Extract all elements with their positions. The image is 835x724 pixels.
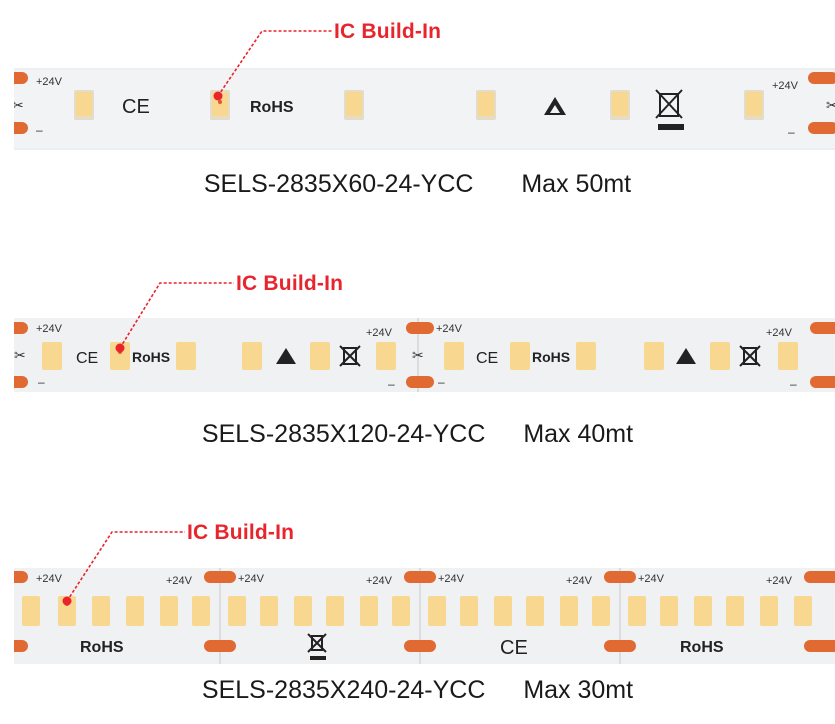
led-group [74, 90, 764, 120]
pcb-minus-label: – [388, 377, 395, 391]
weee-bin-icon [655, 89, 684, 130]
pcb-plus-label: +24V [36, 323, 63, 335]
solder-pad [14, 72, 28, 84]
weee-bin-icon [307, 633, 327, 660]
led-strip-60: +24V +24V – – ✂ ✂ CE RoHS [14, 68, 835, 150]
led-group [22, 596, 812, 626]
strip-caption-2: SELS-2835X120-24-YCC Max 40mt [0, 420, 835, 449]
weee-bin-icon [739, 345, 761, 367]
scissors-icon: ✂ [826, 97, 835, 113]
scissors-icon: ✂ [14, 97, 24, 113]
pcb-plus-label: +24V [772, 80, 799, 92]
max-length: Max 30mt [523, 676, 634, 704]
ce-mark: CE [122, 96, 150, 118]
ic-build-in-label-2: IC Build-In [236, 272, 344, 295]
pcb-plus-label: +24V [366, 575, 393, 587]
solder-pad [808, 122, 835, 134]
ce-mark: CE [76, 350, 98, 367]
ce-mark: CE [500, 637, 528, 659]
pcb-minus-label: – [38, 375, 45, 389]
ce-mark: CE [476, 350, 498, 367]
pcb-plus-label: +24V [766, 327, 793, 339]
pcb-plus-label: +24V [638, 573, 665, 585]
led-strip-120: +24V +24V +24V +24V – – – – ✂ ✂ CE RoHS … [14, 318, 835, 392]
pcb-plus-label: +24V [766, 575, 793, 587]
pcb-minus-label: – [790, 377, 797, 391]
pcb-plus-label: +24V [366, 327, 393, 339]
scissors-icon: ✂ [14, 347, 26, 363]
pcb-plus-label: +24V [166, 575, 193, 587]
ic-build-in-label-3: IC Build-In [187, 521, 295, 544]
led-strip-240: +24V +24V +24V +24V +24V +24V +24V +24V … [14, 568, 835, 664]
model-number: SELS-2835X240-24-YCC [201, 676, 486, 704]
max-length: Max 40mt [523, 420, 634, 448]
model-number: SELS-2835X120-24-YCC [201, 420, 486, 448]
solder-pad [808, 72, 835, 84]
pcb-plus-label: +24V [238, 573, 265, 585]
esd-icon [676, 348, 696, 364]
rohs-mark: RoHS [532, 349, 570, 365]
weee-bin-icon [339, 345, 361, 367]
pcb-plus-label: +24V [436, 323, 463, 335]
pcb-minus-label: – [788, 125, 795, 139]
strip-caption-3: SELS-2835X240-24-YCC Max 30mt [0, 676, 835, 705]
pcb-plus-label: +24V [36, 573, 63, 585]
pcb-plus-label: +24V [438, 573, 465, 585]
rohs-mark: RoHS [132, 349, 170, 365]
rohs-mark: RoHS [80, 639, 124, 656]
esd-icon [276, 348, 296, 364]
esd-icon [544, 97, 566, 115]
ic-build-in-label-1: IC Build-In [334, 20, 442, 43]
led-group [42, 342, 798, 370]
rohs-mark: RoHS [680, 639, 724, 656]
strip-caption-1: SELS-2835X60-24-YCC Max 50mt [0, 170, 835, 199]
pcb-plus-label: +24V [36, 76, 63, 88]
rohs-mark: RoHS [250, 99, 294, 116]
pcb-minus-label: – [36, 123, 43, 137]
solder-pad [14, 122, 28, 134]
max-length: Max 50mt [521, 170, 632, 198]
model-number: SELS-2835X60-24-YCC [203, 170, 474, 198]
scissors-icon: ✂ [412, 347, 424, 363]
pcb-minus-label: – [438, 375, 445, 389]
pcb-plus-label: +24V [566, 575, 593, 587]
